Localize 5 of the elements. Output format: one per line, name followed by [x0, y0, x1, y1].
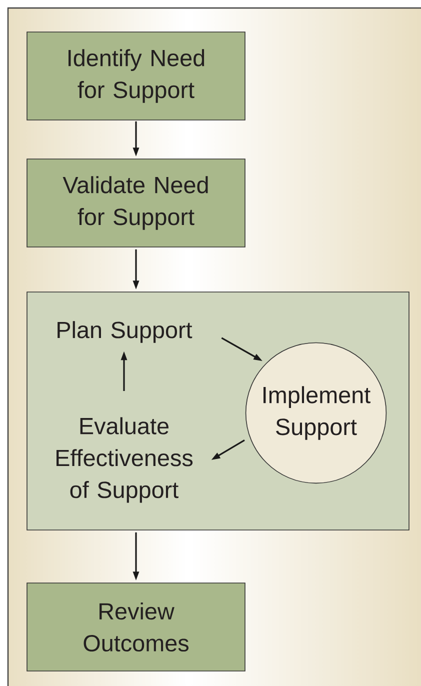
step-text: Plan Support — [58, 321, 192, 343]
step-text: Evaluate Effectiveness of Support — [56, 417, 193, 503]
process-box: Review Outcomes — [26, 582, 246, 672]
process-box: Validate Need for Support — [26, 158, 246, 248]
process-box: Identify Need for Support — [26, 32, 246, 120]
